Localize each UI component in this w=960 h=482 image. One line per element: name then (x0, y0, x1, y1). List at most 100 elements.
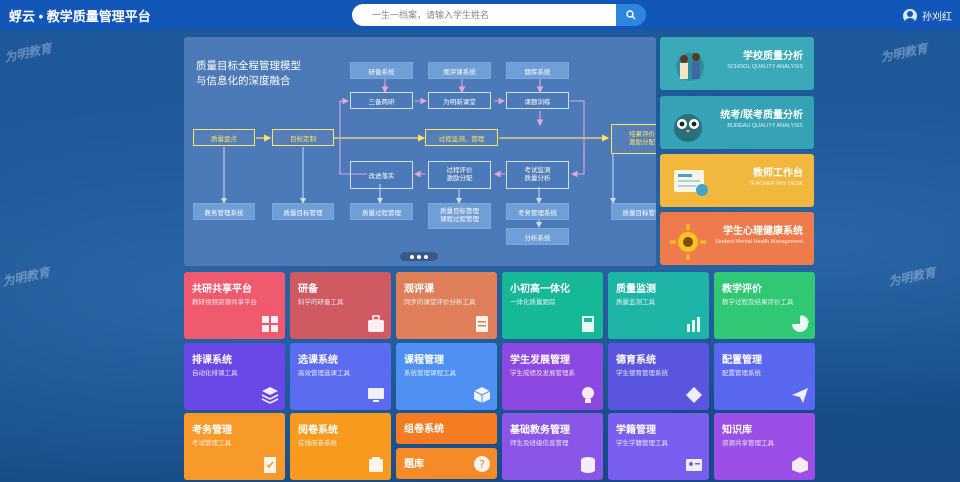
banner-carousel[interactable]: 质量目标全程管理模型 与信息化的深度融合 (184, 37, 656, 266)
data-icon (581, 457, 595, 473)
node-analysis-system: 分析系统 (506, 228, 569, 245)
tile-subtitle: 自动化排课工具 (192, 370, 238, 377)
tile-subtitle: 一体化质量跟踪 (510, 299, 556, 306)
tile-10[interactable]: 德育系统学生德育管理系统 (608, 343, 709, 410)
node-process-monitoring: 过程监测、管理 (425, 129, 498, 146)
tile-3[interactable]: 小初高一体化一体化质量跟踪 (502, 272, 603, 339)
tile-title: 德育系统 (616, 355, 656, 366)
tile-title: 基础教务管理 (510, 425, 570, 436)
search-button[interactable] (616, 4, 646, 26)
tile-subtitle: 师生及班级信息管理 (510, 440, 569, 447)
tile-subtitle: 科学的研备工具 (298, 299, 344, 306)
node-exam-monitoring: 考试监测质量分析 (506, 161, 569, 189)
node-goal-setting: 目标定制 (272, 129, 334, 146)
app-title: 蜉云 • 教学质量管理平台 (9, 8, 151, 24)
tile-title: 考务管理 (192, 425, 232, 436)
tile-12[interactable]: 考务管理考试管理工具 (184, 413, 285, 480)
tile-5[interactable]: 教学评价教学过程及结果评价工具 (714, 272, 815, 339)
search-input[interactable] (352, 4, 616, 26)
card-title: 统考/联考质量分析 (720, 110, 803, 121)
tile-4[interactable]: 质量监测质量监测工具 (608, 272, 709, 339)
card-subtitle: BUREAU QUALITY ANALYSIS (727, 123, 803, 129)
tile-subtitle: 资源共享管理工具 (722, 440, 774, 447)
carousel-dots[interactable] (400, 252, 438, 261)
tile-title: 选课系统 (298, 355, 338, 366)
bureau-quality-analysis-card[interactable]: 统考/联考质量分析 BUREAU QUALITY ANALYSIS (660, 96, 814, 149)
node-quality-inventory: 质量盘点 (193, 129, 255, 146)
tile-title: 质量监测 (616, 284, 656, 295)
tile-6[interactable]: 排课系统自动化排课工具 (184, 343, 285, 410)
card-subtitle: TEACHER PAY DESK (748, 181, 803, 187)
user-menu[interactable]: 孙刈红 (903, 8, 952, 23)
tile-subtitle: 考试管理工具 (192, 440, 231, 447)
toolbox-icon (368, 315, 384, 332)
node-observation-system: 观评课系统 (428, 62, 491, 79)
tile-title: 小初高一体化 (510, 284, 570, 295)
tile-title: 配置管理 (722, 355, 762, 366)
tile-title: 组卷系统 (404, 424, 444, 435)
card-title: 学校质量分析 (743, 51, 803, 62)
tile-0[interactable]: 共研共享平台教研视频资源共享平台 (184, 272, 285, 339)
owl-icon (674, 114, 702, 142)
diamond-icon (686, 387, 702, 403)
tile-17[interactable]: 学籍管理学生学籍管理工具 (608, 413, 709, 480)
flow-connectors (221, 71, 616, 228)
pie-chart-icon (792, 315, 809, 332)
node-academic-affairs: 教务管理系统 (193, 203, 255, 220)
document-icon (476, 316, 488, 332)
sunflower-icon (670, 224, 706, 260)
tile-title: 知识库 (722, 425, 752, 436)
tile-title: 学生发展管理 (510, 355, 570, 366)
tile-subtitle: 系统管理课程工具 (404, 370, 456, 377)
tile-title: 研备 (298, 284, 318, 295)
node-improvement: 改进落实 (350, 161, 413, 189)
tile-2[interactable]: 观评课同步的课堂评价分析工具 (396, 272, 497, 339)
tile-title: 题库 (404, 459, 424, 470)
send-icon (792, 388, 808, 403)
tile-1[interactable]: 研备科学的研备工具 (290, 272, 391, 339)
node-process-management: 质量过程管理 (350, 203, 413, 220)
students-icon (676, 53, 704, 81)
id-icon (686, 459, 702, 471)
teacher-desk-card[interactable]: 教师工作台 TEACHER PAY DESK (660, 154, 814, 207)
tile-8[interactable]: 课程管理系统管理课程工具 (396, 343, 497, 410)
node-prep-system: 研备系统 (350, 62, 413, 79)
tile-title: 课程管理 (404, 355, 444, 366)
exam-icon (264, 457, 276, 473)
node-goal-management: 质量目标管理 (272, 203, 334, 220)
tile-7[interactable]: 选课系统高效管理选课工具 (290, 343, 391, 410)
grid-icon (262, 316, 278, 332)
tile-18[interactable]: 知识库资源共享管理工具 (714, 413, 815, 480)
tile-subtitle: 学生成绩及发展管理系 (510, 370, 575, 377)
tile-9[interactable]: 学生发展管理学生成绩及发展管理系 (502, 343, 603, 410)
tile-11[interactable]: 配置管理配置管理系统 (714, 343, 815, 410)
tile-title: 共研共享平台 (192, 284, 252, 295)
tile-15[interactable]: 题库? (396, 448, 497, 479)
tile-subtitle: 高效管理选课工具 (298, 370, 350, 377)
tile-16[interactable]: 基础教务管理师生及班级信息管理 (502, 413, 603, 480)
library-icon (792, 457, 808, 473)
card-title: 教师工作台 (753, 168, 803, 179)
tile-title: 学籍管理 (616, 425, 656, 436)
tile-subtitle: 教研视频资源共享平台 (192, 299, 257, 306)
node-goal-course-management: 质量目标管理课程过程管理 (428, 203, 491, 229)
card-title: 学生心理健康系统 (723, 226, 803, 237)
tile-13[interactable]: 阅卷系统在线阅卷系统 (290, 413, 391, 480)
node-process-evaluation: 过程评价激励分配 (428, 161, 491, 189)
user-name: 孙刈红 (922, 12, 952, 23)
svg-text:?: ? (479, 458, 485, 471)
tile-14[interactable]: 组卷系统 (396, 413, 497, 444)
node-goal-management-2: 质量目标管理 (611, 203, 656, 220)
tile-subtitle: 在线阅卷系统 (298, 440, 337, 447)
tile-title: 观评课 (404, 284, 434, 295)
node-new-classroom: 为明新课堂 (428, 92, 491, 109)
tile-subtitle: 质量监测工具 (616, 299, 655, 306)
tile-subtitle: 教学过程及结果评价工具 (722, 299, 794, 306)
book-icon (582, 316, 594, 332)
node-question-bank-system: 题库系统 (506, 62, 569, 79)
desk-icon (674, 170, 708, 196)
search-bar (352, 4, 646, 26)
avatar-icon (903, 8, 917, 23)
